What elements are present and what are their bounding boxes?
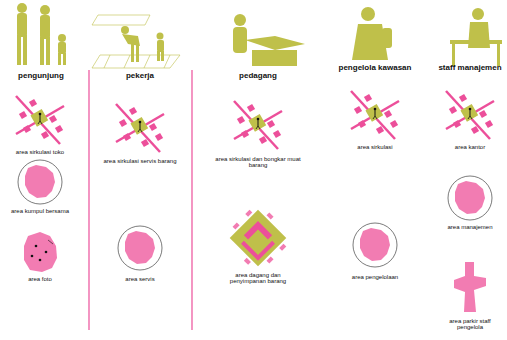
map-caption: area sirkulasi dan bongkar muat barang — [213, 156, 303, 169]
map-caption: area foto — [2, 276, 78, 282]
map-caption: area kantor — [437, 144, 503, 150]
map-caption: area sirkulasi toko — [2, 149, 78, 155]
column-heading: pengelola kawasan — [333, 64, 417, 72]
column-heading: pedagang — [198, 72, 318, 80]
column-heading: pengunjung — [2, 72, 80, 80]
map-caption: area manajemen — [437, 224, 503, 230]
map-caption: area dagang dan penyimpanan barang — [218, 272, 298, 285]
map-caption: area kumpul bersama — [2, 208, 78, 214]
map-caption: area pengelolaan — [335, 274, 415, 280]
column-heading: staff manajemen — [435, 64, 505, 72]
map-caption: area servis — [100, 276, 180, 282]
map-caption: area sirkulasi — [335, 144, 415, 150]
map-caption: area parkir staff pengelola — [437, 318, 503, 331]
column-heading: pekerja — [92, 72, 188, 80]
map-caption: area sirkulasi servis barang — [100, 158, 180, 164]
